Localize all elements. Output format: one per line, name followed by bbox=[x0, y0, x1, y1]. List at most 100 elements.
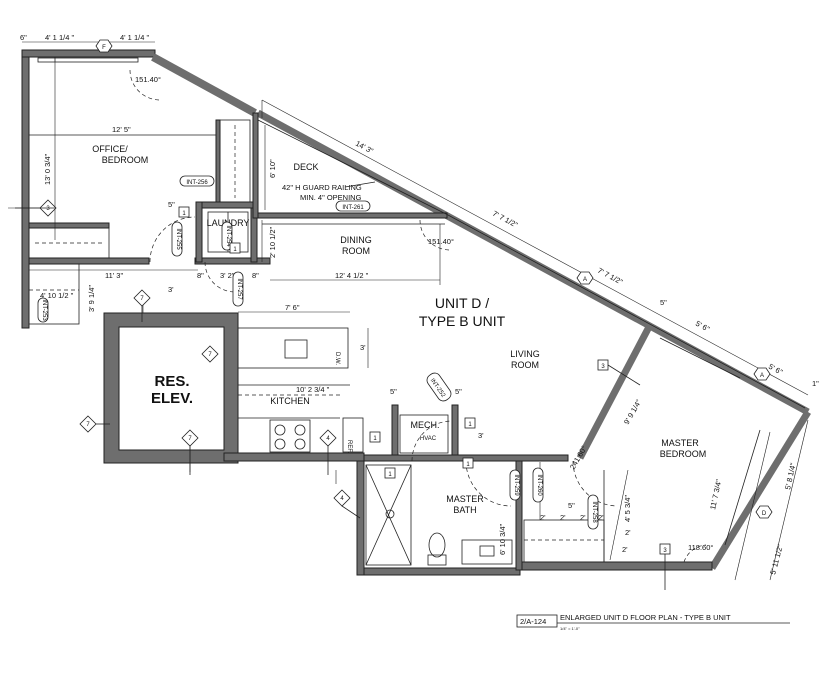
dim-10-2: 10' 2 3/4 " bbox=[296, 385, 330, 394]
dim-5-8: 5' 8 1/4" bbox=[783, 462, 797, 491]
dim-dining-height: 2' 10 1/2" bbox=[268, 226, 277, 258]
hvac-label: HVAC bbox=[420, 436, 437, 442]
dim-deck-height: 6' 10" bbox=[268, 159, 277, 178]
elevator-label-2: ELEV. bbox=[151, 390, 193, 407]
svg-text:1: 1 bbox=[466, 462, 470, 468]
master-bath-label-1: MASTER bbox=[446, 494, 484, 504]
svg-text:1: 1 bbox=[468, 422, 472, 428]
wall-bedroom-living bbox=[576, 323, 654, 460]
dim-closet-w: 4' 10 1/2 " bbox=[40, 291, 74, 300]
tag-part-3-living: 3 bbox=[597, 359, 609, 371]
svg-text:A: A bbox=[760, 373, 764, 379]
railing-note-2: MIN. 4" OPENING bbox=[300, 193, 362, 202]
wall-laundry-left bbox=[195, 201, 203, 263]
left-closet bbox=[28, 227, 110, 259]
wall-elevator bbox=[103, 312, 239, 464]
tag-window-a-1: A bbox=[576, 271, 594, 285]
wall-deck-left bbox=[252, 112, 259, 219]
wall-diagonal-upper bbox=[151, 53, 257, 117]
dim-5c: 5" bbox=[390, 387, 397, 396]
svg-text:3: 3 bbox=[663, 548, 667, 554]
hall-closet bbox=[28, 263, 80, 325]
wall-mech-right bbox=[451, 404, 459, 456]
wall-deck-bottom bbox=[256, 212, 448, 219]
tag-int260: INT-260 bbox=[532, 467, 544, 503]
tag-part-1-bath: 1 bbox=[384, 467, 396, 479]
wall-hall-top bbox=[28, 257, 150, 265]
svg-text:INT-256: INT-256 bbox=[186, 180, 208, 186]
tag-wall-4-kitchen: 4 bbox=[319, 429, 337, 447]
tag-part-1-mech: 1 bbox=[369, 431, 381, 443]
railing-note-1: 42" H GUARD RAILING bbox=[282, 183, 362, 192]
dim-9-9: 9' 9 1/4" bbox=[622, 398, 643, 426]
dining-label-2: ROOM bbox=[342, 246, 370, 256]
wall-left-closet bbox=[28, 222, 110, 229]
dim-2f: 2' bbox=[625, 528, 631, 537]
svg-text:7: 7 bbox=[86, 422, 90, 428]
master-bath-label-2: BATH bbox=[453, 505, 476, 515]
dim-hall-width: 11' 3" bbox=[105, 271, 123, 280]
dim-top-left: 4' 1 1/4 " bbox=[45, 33, 74, 42]
svg-text:7: 7 bbox=[140, 296, 144, 302]
tag-wall-4-bath: 4 bbox=[333, 489, 351, 507]
plan-scale: 1/4" = 1'-0" bbox=[560, 626, 580, 631]
dining-label-1: DINING bbox=[340, 235, 372, 245]
svg-text:INT-253: INT-253 bbox=[41, 299, 47, 321]
shower bbox=[365, 464, 412, 566]
dim-diag-mid2: 7' 7 1/2" bbox=[596, 266, 624, 287]
tag-part-3-bedroom: 3 bbox=[659, 543, 671, 555]
room-labels: OFFICE/ BEDROOM DECK LAUNDRY DINING ROOM… bbox=[92, 144, 706, 515]
living-label-2: ROOM bbox=[511, 360, 539, 370]
angle-3: 118.60° bbox=[688, 543, 713, 552]
dim-5-11: 5' 11 1/2" bbox=[768, 543, 785, 575]
tag-int261: INT-261 bbox=[335, 200, 371, 212]
svg-text:A: A bbox=[583, 277, 587, 283]
details bbox=[8, 41, 809, 581]
svg-text:4: 4 bbox=[340, 496, 344, 502]
dim-2a: 2' bbox=[540, 513, 546, 522]
dim-2d: 2' bbox=[598, 513, 604, 522]
svg-text:INT-261: INT-261 bbox=[342, 205, 364, 211]
tag-int252: INT-252 bbox=[426, 372, 452, 402]
svg-text:INT-259: INT-259 bbox=[513, 474, 519, 496]
wall-left bbox=[21, 49, 30, 329]
dim-diag-56a: 5' 6" bbox=[694, 319, 711, 334]
wall-office-closet bbox=[215, 119, 221, 203]
dim-office-height: 13' 0 3/4" bbox=[43, 153, 52, 185]
master-bedroom-label-2: BEDROOM bbox=[660, 449, 707, 459]
tag-wall-7-elev-bottom: 7 bbox=[181, 429, 199, 447]
tag-window-f: F bbox=[95, 39, 113, 53]
dim-3b: 3' bbox=[360, 343, 366, 352]
dim-diag-1: 1" bbox=[812, 379, 819, 388]
tag-int256: INT-256 bbox=[179, 175, 215, 187]
dim-dining-width: 12' 4 1/2 " bbox=[335, 271, 369, 280]
tag-wall-7-kitchen: 7 bbox=[201, 345, 219, 363]
refrigerator bbox=[342, 417, 364, 453]
tags: INT-256 INT-261 INT-255 INT-253 INT-257 … bbox=[37, 39, 773, 555]
elevator-label-1: RES. bbox=[154, 373, 189, 390]
dim-5b: 5" bbox=[168, 200, 175, 209]
svg-text:1: 1 bbox=[182, 211, 186, 217]
tag-int259: INT-259 bbox=[509, 469, 521, 501]
svg-text:3: 3 bbox=[46, 206, 50, 212]
svg-text:D: D bbox=[762, 511, 767, 517]
dim-diag-5a: 5" bbox=[660, 298, 667, 307]
dim-2c: 2' bbox=[580, 513, 586, 522]
dim-5e: 5" bbox=[568, 501, 575, 510]
svg-text:4: 4 bbox=[326, 436, 330, 442]
svg-text:7: 7 bbox=[208, 352, 212, 358]
dim-11-7: 11' 7 3/4" bbox=[708, 478, 723, 510]
angle-1: 151.40° bbox=[135, 75, 161, 84]
tag-int258: INT-258 bbox=[587, 494, 599, 530]
wall-hall-top-2 bbox=[194, 257, 271, 265]
tag-part-1-closet: 1 bbox=[462, 457, 474, 469]
dim-5d: 5" bbox=[455, 387, 462, 396]
office-label-1: OFFICE/ bbox=[92, 144, 128, 154]
wall-kitchen-bottom bbox=[223, 452, 365, 462]
tag-int255: INT-255 bbox=[171, 221, 183, 257]
svg-text:F: F bbox=[102, 45, 106, 51]
dim-2b: 2' bbox=[560, 513, 566, 522]
title-block: 2/A-124 ENLARGED UNIT D FLOOR PLAN - TYP… bbox=[516, 613, 790, 631]
dim-diag-mid1: 7' 7 1/2" bbox=[491, 209, 519, 230]
